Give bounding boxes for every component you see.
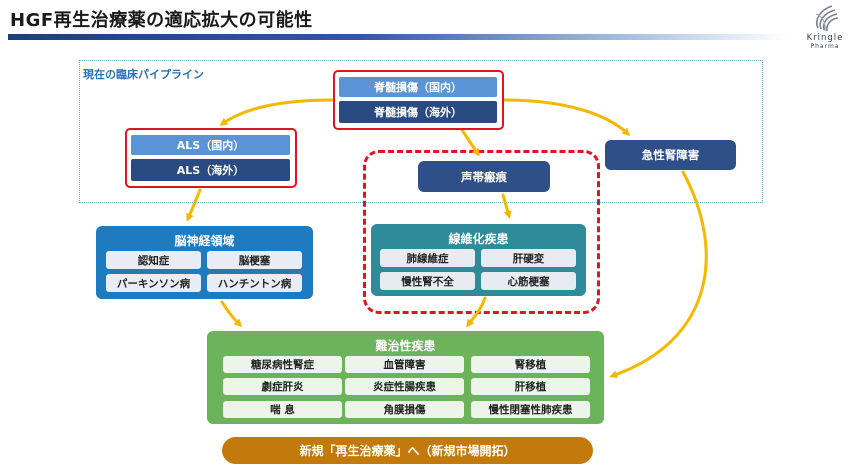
logo-subtext: Pharma: [810, 43, 840, 50]
title-underline: [8, 34, 788, 40]
neuro-item: ハンチントン病: [207, 274, 302, 292]
intractable-item: 糖尿病性腎症: [223, 356, 342, 373]
intractable-item: 血管障害: [345, 356, 464, 373]
fibrosis-group: 線維化疾患 肺線維症 肝硬変 慢性腎不全 心筋梗塞: [371, 224, 586, 296]
arrow-spinal-to-kidney: [502, 98, 631, 137]
arrow-spinal-to-als: [219, 98, 335, 126]
fibrosis-item: 心筋梗塞: [481, 272, 576, 290]
fibrosis-highlight-region: [363, 150, 600, 314]
intractable-item: 角膜損傷: [345, 401, 464, 418]
als-domestic: ALS（国内）: [131, 135, 290, 155]
arrow-vocal-to-fibrosis: [501, 193, 512, 219]
arrow-fibrosis-to-intractable: [466, 296, 487, 328]
neuro-item: 認知症: [106, 251, 201, 269]
arrow-kidney-to-intractable: [609, 170, 708, 379]
acute-kidney-injury-box: 急性腎障害: [605, 140, 736, 170]
vocal-fold-scar-box: 声帯瘢痕: [418, 161, 550, 192]
spinal-overseas: 脊髄損傷（海外）: [339, 101, 497, 123]
intractable-group: 難治性疾患 糖尿病性腎症 血管障害 腎移植 劇症肝炎 炎症性腸疾患 肝移植 喘 …: [207, 331, 604, 424]
clinical-pipeline-label: 現在の臨床パイプライン: [83, 68, 204, 81]
fibrosis-item: 肺線維症: [380, 249, 475, 267]
intractable-item: 炎症性腸疾患: [345, 378, 464, 395]
fibrosis-title: 線維化疾患: [448, 232, 509, 246]
neuro-group: 脳神経領域 認知症 脳梗塞 パーキンソン病 ハンチントン病: [96, 226, 313, 299]
company-logo: Kringle Pharma: [796, 2, 854, 52]
neuro-item: 脳梗塞: [207, 251, 302, 269]
page-title: HGF再生治療薬の適応拡大の可能性: [10, 10, 313, 31]
als-overseas: ALS（海外）: [131, 159, 290, 181]
new-market-banner: 新規「再生治療薬」へ（新規市場開拓）: [222, 437, 593, 464]
intractable-title: 難治性疾患: [375, 339, 436, 353]
intractable-item: 劇症肝炎: [223, 378, 342, 395]
neuro-title: 脳神経領域: [174, 234, 235, 248]
arrow-spinal-to-vocal: [460, 128, 480, 157]
als-box: ALS（国内） ALS（海外）: [125, 128, 297, 188]
spinal-cord-injury-box: 脊髄損傷（国内） 脊髄損傷（海外）: [333, 70, 504, 130]
logo-wordmark: Kringle: [806, 33, 844, 43]
intractable-item: 慢性閉塞性肺疾患: [471, 401, 590, 418]
intractable-item: 喘 息: [223, 401, 342, 418]
fibrosis-item: 肝硬変: [481, 249, 576, 267]
spinal-domestic: 脊髄損傷（国内）: [339, 77, 497, 97]
neuro-item: パーキンソン病: [106, 274, 201, 292]
arrow-als-to-neuro: [186, 188, 202, 222]
kringle-logo-icon: [815, 5, 839, 32]
intractable-item: 腎移植: [471, 356, 590, 373]
arrow-neuro-to-intractable: [220, 300, 243, 328]
clinical-pipeline-frame: [79, 60, 763, 203]
intractable-item: 肝移植: [471, 378, 590, 395]
fibrosis-item: 慢性腎不全: [380, 272, 475, 290]
